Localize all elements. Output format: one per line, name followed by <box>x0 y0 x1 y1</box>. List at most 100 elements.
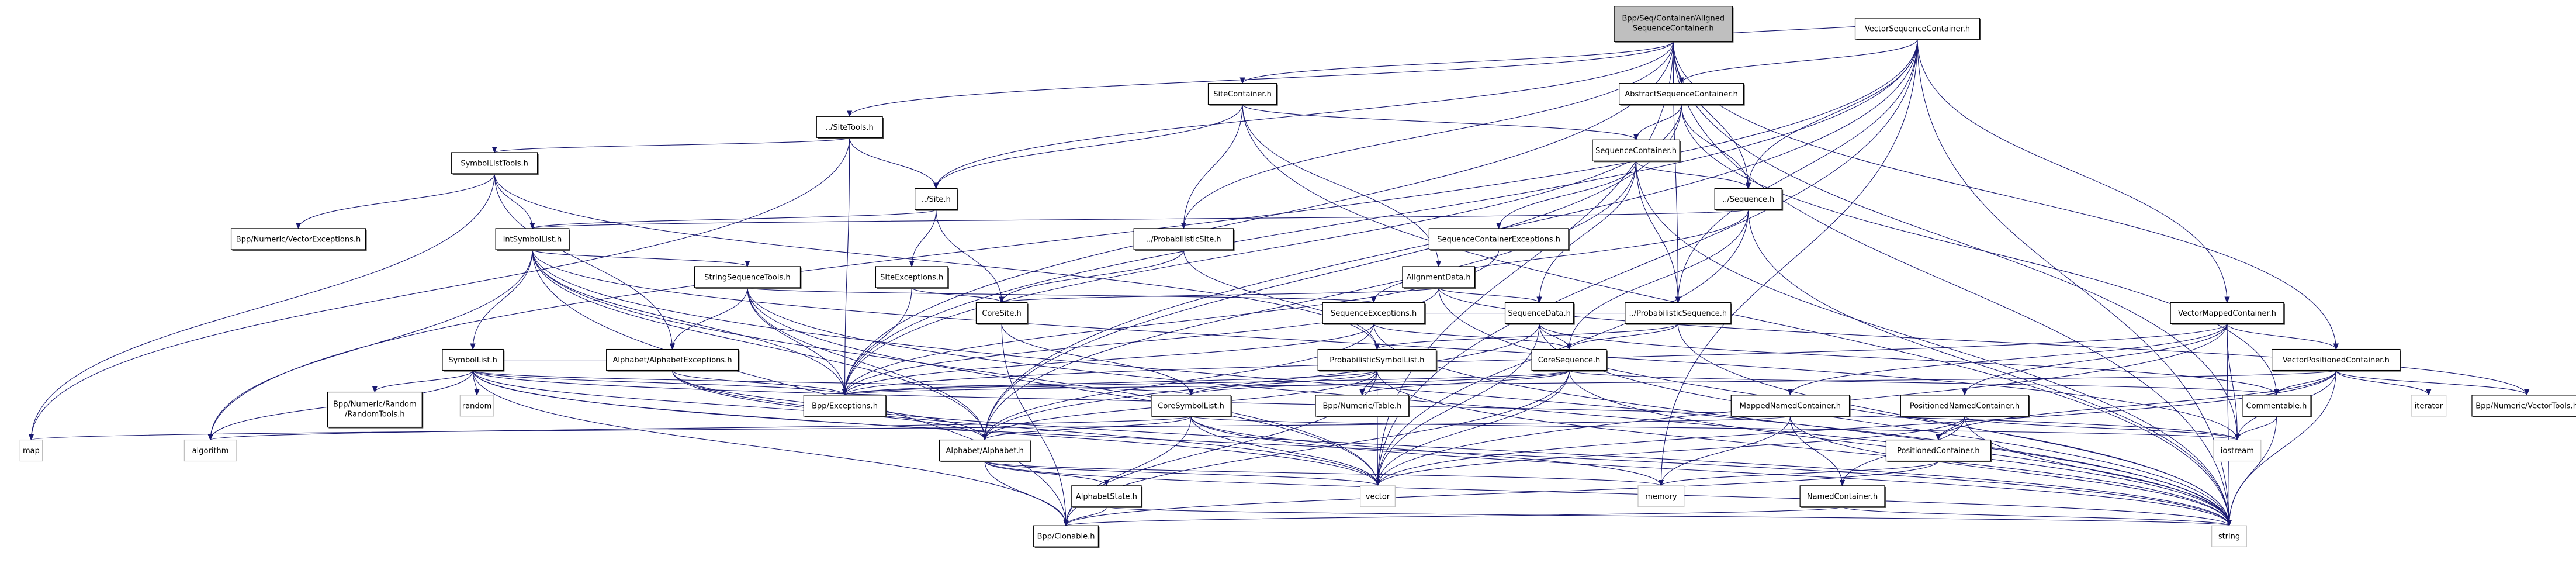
edge-Alphabet-to-AlphabetState <box>984 461 1106 486</box>
edge-VectorSequenceContainer-to-AbstractSequenceContainer <box>1681 39 1918 84</box>
node-label: CoreSequence.h <box>1538 356 1601 365</box>
node-label: random <box>462 402 491 410</box>
edge-AlphabetExceptions-to-Exceptions <box>671 370 845 396</box>
edge-AlphabetExceptions-to-vector <box>671 370 1378 486</box>
node-label: StringSequenceTools.h <box>704 273 790 282</box>
node-label: SymbolList.h <box>448 356 497 365</box>
graph-node-clonable[interactable]: Bpp/Clonable.h <box>1033 525 1100 548</box>
graph-node-site-container[interactable]: SiteContainer.h <box>1207 83 1278 106</box>
graph-node-alphabet-exceptions[interactable]: Alphabet/AlphabetExceptions.h <box>606 348 740 372</box>
graph-node-abstract-sequence-container[interactable]: AbstractSequenceContainer.h <box>1619 83 1745 106</box>
node-label: Bpp/Numeric/Table.h <box>1322 402 1401 410</box>
edge-StringSequenceTools-to-vector <box>747 287 1378 486</box>
edge-AlignmentData-to-SequenceData <box>1438 287 1539 303</box>
graph-node-string-sequence-tools[interactable]: StringSequenceTools.h <box>694 266 802 289</box>
edge-VectorPositionedContainer-to-iterator <box>2335 370 2429 396</box>
edge-VectorMappedContainer-to-VectorPositionedContainer <box>2227 323 2336 350</box>
node-label: SequenceContainer.h <box>1633 25 1714 33</box>
edge-VectorSequenceContainer-to-Sequence <box>1749 39 1918 189</box>
graph-node-vector-tools[interactable]: Bpp/Numeric/VectorTools.h <box>2471 395 2576 417</box>
edge-SequenceData-to-CoreSequence <box>1539 323 1569 350</box>
edge-SequenceExceptions-to-CoreSequence <box>1373 323 1569 350</box>
node-label: Bpp/Numeric/VectorTools.h <box>2475 402 2576 410</box>
edge-SequenceContainer-to-string <box>1636 161 2229 526</box>
graph-node-sequence-container-exceptions[interactable]: SequenceContainerExceptions.h <box>1428 228 1570 251</box>
edge-AlignmentData-to-CoreSite <box>1002 287 1439 303</box>
edge-root-to-SiteTools <box>850 41 1674 117</box>
node-label: vector <box>1366 492 1390 501</box>
graph-node-site-exceptions[interactable]: SiteExceptions.h <box>875 266 949 289</box>
node-box <box>2211 525 2247 547</box>
node-box <box>459 395 494 417</box>
graph-node-sequence-exceptions[interactable]: SequenceExceptions.h <box>1322 302 1426 325</box>
graph-node-vector-positioned-container[interactable]: VectorPositionedContainer.h <box>2272 348 2401 372</box>
node-label: Alphabet/Alphabet.h <box>946 447 1023 455</box>
node-box <box>2213 439 2262 462</box>
edge-Alphabet-to-string <box>984 461 2229 526</box>
edge-Commentable-to-iostream <box>2237 416 2277 440</box>
edge-Alphabet-to-memory <box>984 461 1661 486</box>
graph-node-core-sequence[interactable]: CoreSequence.h <box>1531 348 1608 372</box>
edge-root-to-ProbabilisticSequence <box>1673 41 1678 303</box>
edge-AlphabetState-to-Clonable <box>1066 506 1107 526</box>
node-box <box>230 228 366 250</box>
node-box <box>915 188 958 210</box>
graph-node-sequence[interactable]: ../Sequence.h <box>1714 188 1784 211</box>
graph-node-positioned-container[interactable]: PositionedContainer.h <box>1885 439 1992 462</box>
graph-node-vector-sequence-container[interactable]: VectorSequenceContainer.h <box>1854 18 1981 40</box>
graph-node-site-tools[interactable]: ../SiteTools.h <box>816 116 884 139</box>
node-box <box>1625 302 1732 324</box>
edge-CoreSequence-to-CoreSymbolList <box>1191 370 1570 396</box>
node-label: CoreSymbolList.h <box>1158 402 1224 410</box>
edge-SiteTools-to-SymbolListTools <box>494 137 850 153</box>
graph-node-random-tools[interactable]: Bpp/Numeric/Random/RandomTools.h <box>327 391 424 429</box>
edge-SiteContainer-to-Site <box>936 104 1243 189</box>
node-label: IntSymbolList.h <box>503 235 562 244</box>
graph-node-core-site[interactable]: CoreSite.h <box>975 302 1029 325</box>
graph-node-probabilistic-sequence[interactable]: ../ProbabilisticSequence.h <box>1625 302 1732 325</box>
node-box <box>495 228 570 250</box>
graph-node-vector-exceptions[interactable]: Bpp/Numeric/VectorExceptions.h <box>230 228 367 251</box>
graph-node-symbol-list-tools[interactable]: SymbolListTools.h <box>451 152 539 175</box>
node-box <box>1317 348 1437 371</box>
graph-node-int-symbol-list[interactable]: IntSymbolList.h <box>495 228 570 251</box>
graph-node-mapped-named-container[interactable]: MappedNamedContainer.h <box>1730 395 1851 417</box>
edge-PositionedNamedContainer-to-vector <box>1378 416 1965 486</box>
graph-node-sequence-data[interactable]: SequenceData.h <box>1504 302 1575 325</box>
edge-IntSymbolList-to-algorithm <box>210 249 533 440</box>
edge-SiteTools-to-Exceptions <box>845 137 850 395</box>
graph-node-alphabet[interactable]: Alphabet/Alphabet.h <box>939 439 1031 462</box>
node-box <box>939 439 1031 462</box>
edge-Site-to-CoreSite <box>936 209 1002 303</box>
graph-node-table[interactable]: Bpp/Numeric/Table.h <box>1315 395 1410 417</box>
node-box <box>803 395 887 417</box>
graph-node-vector-mapped-container[interactable]: VectorMappedContainer.h <box>2170 302 2285 325</box>
edge-PositionedNamedContainer-to-PositionedContainer <box>1938 416 1965 440</box>
graph-node-core-symbol-list[interactable]: CoreSymbolList.h <box>1151 395 1232 417</box>
graph-node-commentable[interactable]: Commentable.h <box>2242 395 2312 417</box>
edge-SiteContainer-to-ProbabilisticSite <box>1183 104 1243 229</box>
node-box <box>975 302 1028 324</box>
graph-node-named-container[interactable]: NamedContainer.h <box>1799 485 1886 508</box>
edge-VectorMappedContainer-to-iostream <box>2227 323 2237 440</box>
graph-node-root[interactable]: Bpp/Seq/Container/AlignedSequenceContain… <box>1614 6 1734 43</box>
edge-IntSymbolList-to-SymbolList <box>473 249 533 350</box>
graph-node-exceptions[interactable]: Bpp/Exceptions.h <box>803 395 887 417</box>
edge-MappedNamedContainer-to-map <box>31 416 1791 440</box>
graph-node-site[interactable]: ../Site.h <box>915 188 959 211</box>
edge-SequenceExceptions-to-Exceptions <box>845 323 1374 395</box>
node-label: VectorSequenceContainer.h <box>1865 25 1970 33</box>
graph-node-sequence-container[interactable]: SequenceContainer.h <box>1592 139 1681 163</box>
edge-CoreSequence-to-vector <box>1378 370 1570 486</box>
graph-node-alphabet-state[interactable]: AlphabetState.h <box>1071 485 1143 508</box>
graph-node-probabilistic-symbol-list[interactable]: ProbabilisticSymbolList.h <box>1317 348 1438 372</box>
node-label: Bpp/Exceptions.h <box>812 402 878 410</box>
edge-ProbabilisticSymbolList-to-Exceptions <box>845 370 1377 396</box>
graph-node-positioned-named-container[interactable]: PositionedNamedContainer.h <box>1900 395 2030 417</box>
graph-node-probabilistic-site[interactable]: ../ProbabilisticSite.h <box>1133 228 1235 251</box>
graph-node-alignment-data[interactable]: AlignmentData.h <box>1402 266 1476 289</box>
edge-NamedContainer-to-Clonable <box>1066 506 1843 526</box>
graph-node-symbol-list[interactable]: SymbolList.h <box>442 348 505 372</box>
edge-AbstractSequenceContainer-to-Alphabet <box>985 104 1682 440</box>
